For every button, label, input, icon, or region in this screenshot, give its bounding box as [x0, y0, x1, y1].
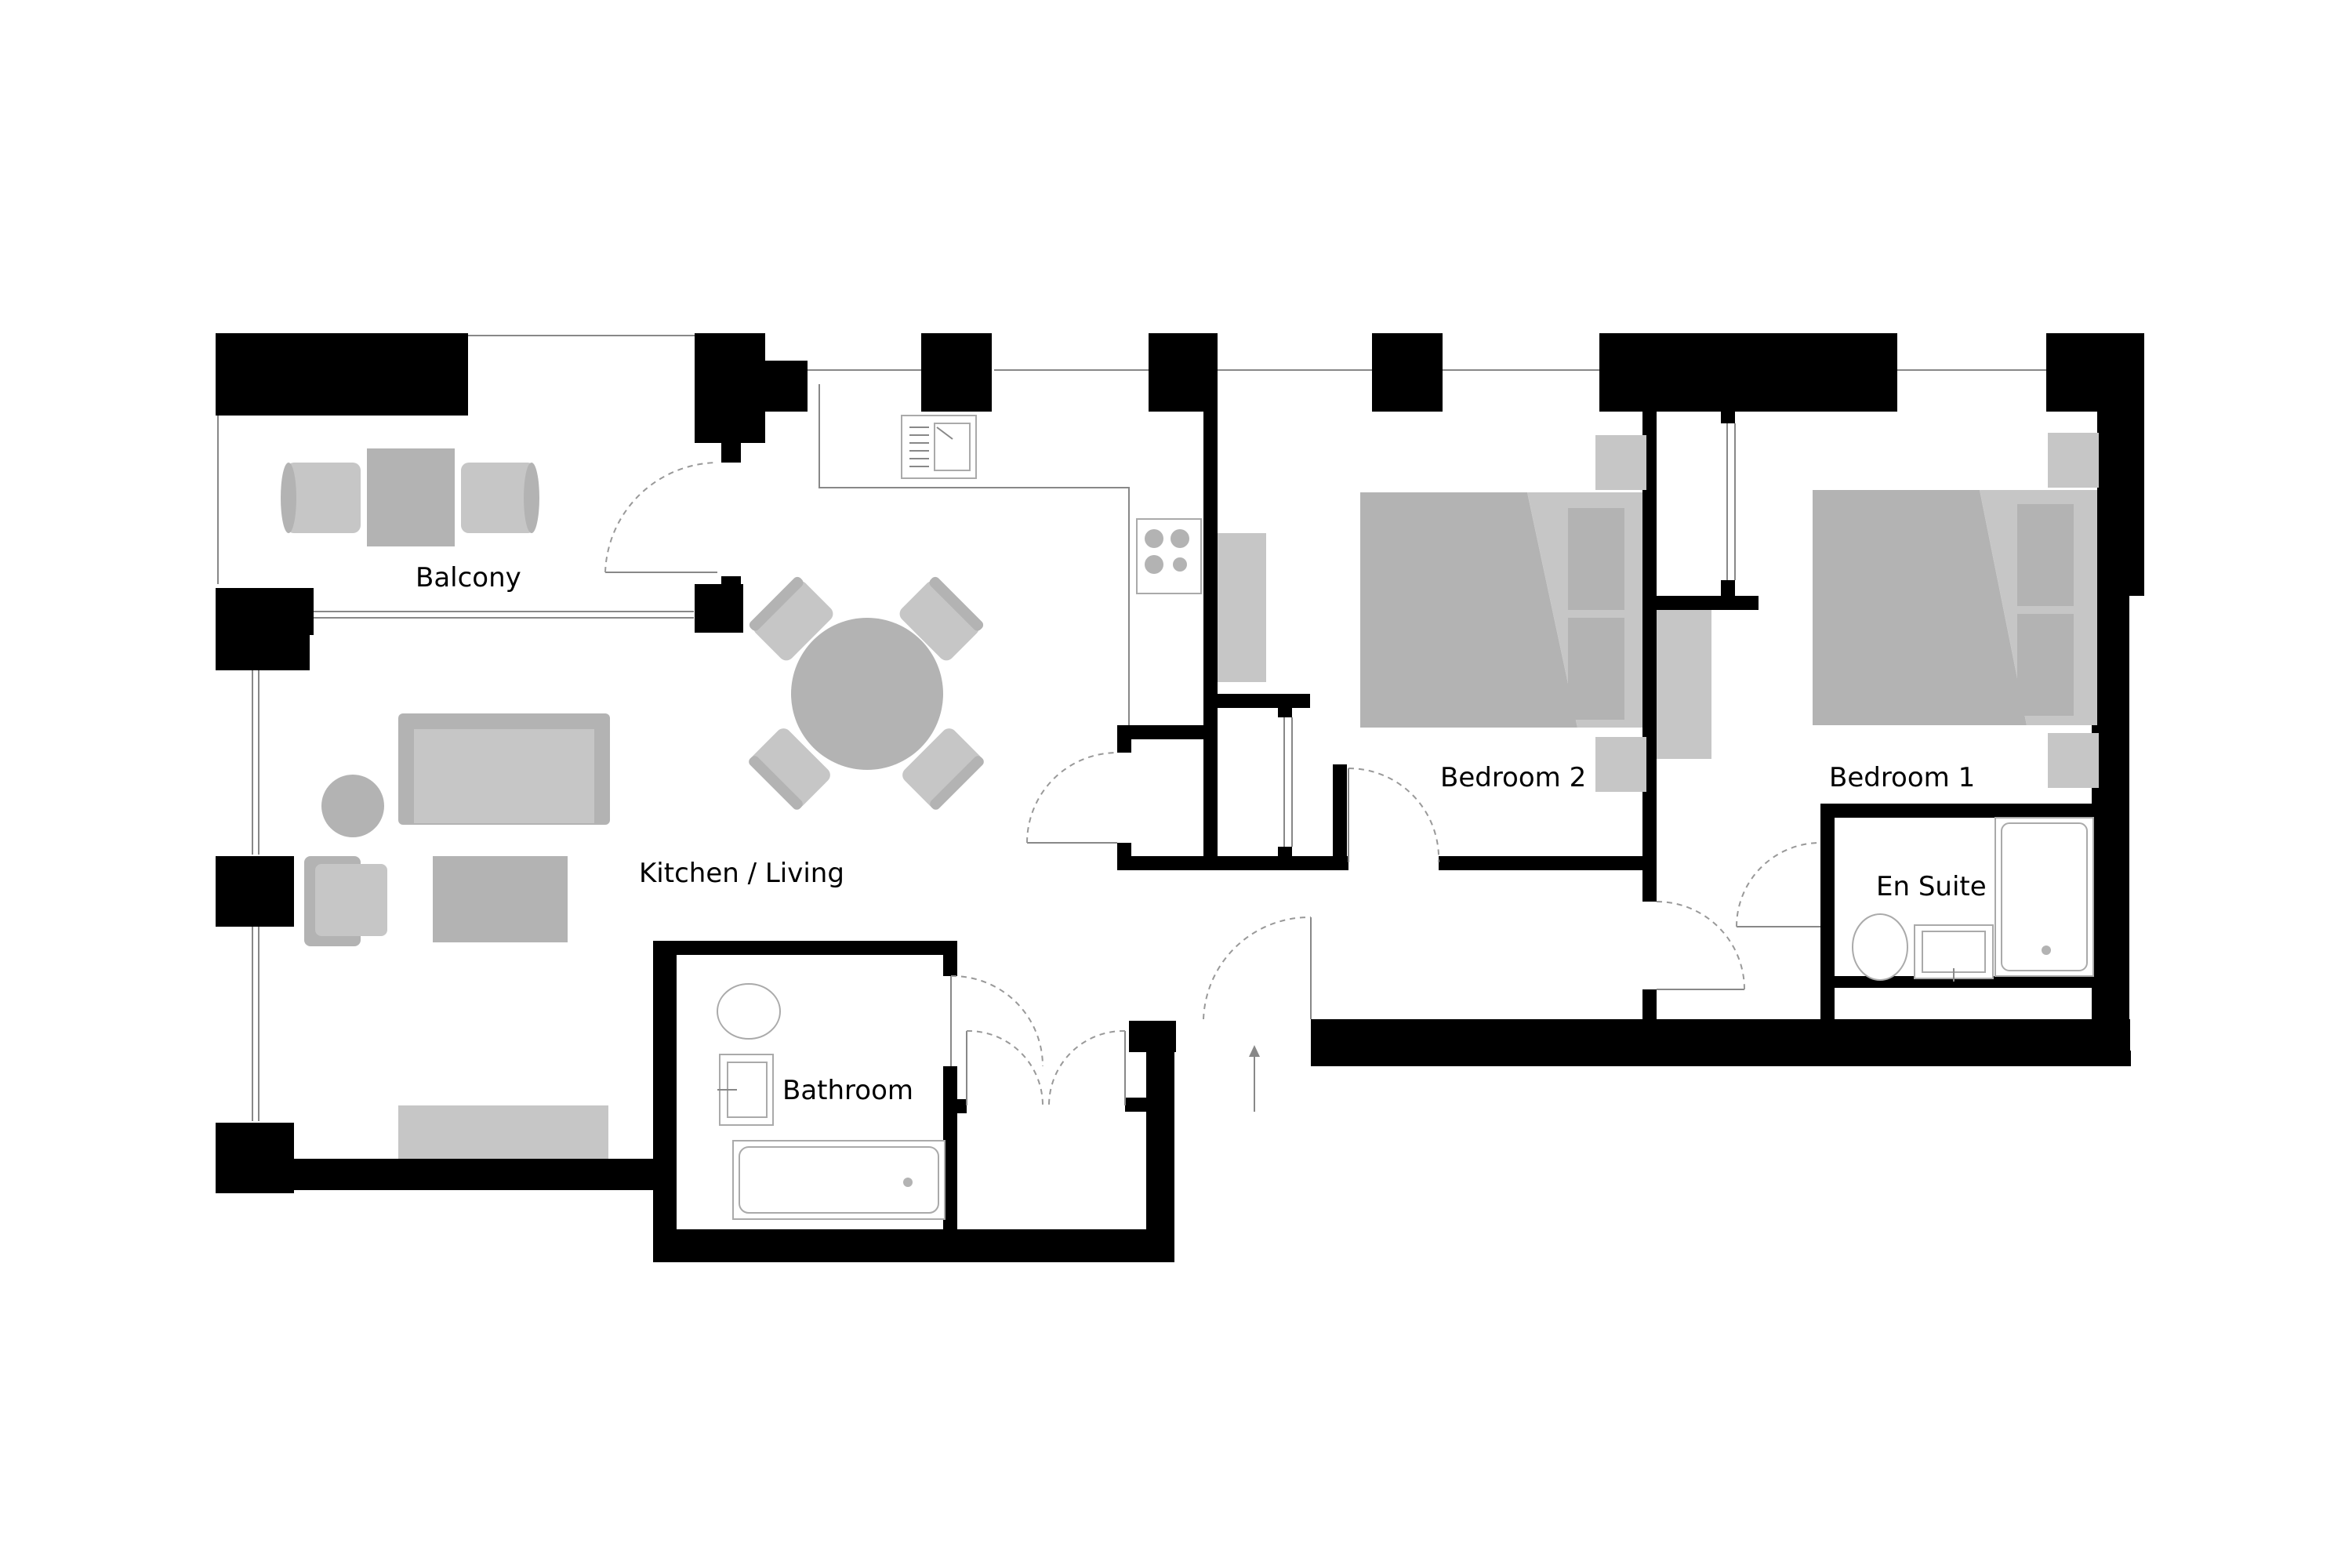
entrance-arrow-icon [1249, 1045, 1260, 1112]
bedside-table-1a [2048, 433, 2099, 488]
doors [604, 423, 1821, 1106]
bed-1 [1813, 490, 2027, 725]
bed-2 [1360, 492, 1577, 728]
tv-unit [398, 1105, 608, 1159]
bedside-table-2b [1595, 737, 1646, 792]
dining-table [791, 618, 943, 770]
side-table [321, 775, 384, 837]
label-en-suite: En Suite [1876, 871, 1987, 902]
hob [1136, 518, 1202, 594]
dining-set [749, 576, 984, 810]
entrance-door-swing [1203, 916, 1312, 1020]
label-kitchen-living: Kitchen / Living [639, 858, 844, 889]
label-balcony: Balcony [416, 562, 521, 593]
label-bathroom: Bathroom [782, 1075, 913, 1106]
bathroom-toilet [717, 983, 781, 1040]
balcony-door-swing [604, 462, 718, 573]
wardrobe-kitchen [1218, 533, 1266, 682]
furniture [281, 415, 2099, 1159]
label-bedroom-1: Bedroom 1 [1829, 762, 1975, 793]
bedside-table-1b [2048, 733, 2099, 788]
ensuite-toilet [1852, 913, 1908, 981]
bedside-table-2a [1595, 435, 1646, 490]
room-labels: Balcony Kitchen / Living Bathroom Bedroo… [416, 562, 1987, 1106]
sanitary-fixtures [717, 817, 2094, 1220]
balcony-chair-right [461, 463, 535, 533]
balcony-table [367, 448, 455, 546]
balcony-chair-left [286, 463, 361, 533]
coffee-table [433, 856, 568, 942]
glazing-lines [217, 335, 2046, 1121]
walls [216, 333, 2144, 1262]
label-bedroom-2: Bedroom 2 [1440, 762, 1586, 793]
wardrobe-2 [1657, 610, 1711, 759]
